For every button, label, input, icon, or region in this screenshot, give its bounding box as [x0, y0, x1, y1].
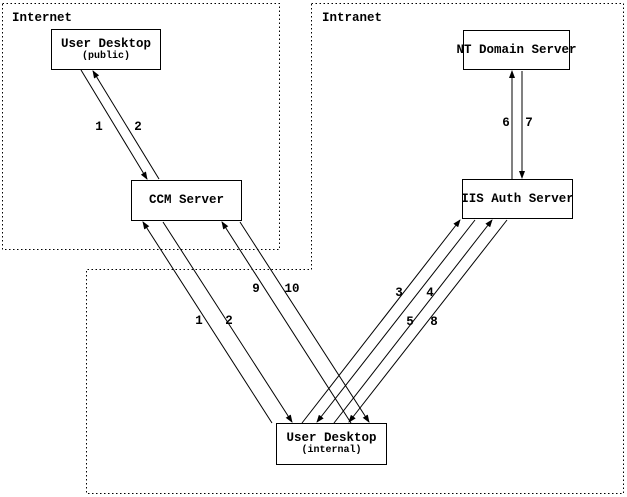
node-nt-domain-server: NT Domain Server — [456, 30, 577, 70]
node-title: User Desktop — [60, 36, 151, 51]
arrow-1-internal-desktop-to-ccm — [142, 221, 273, 424]
arrow-10-ccm-to-internal-desktop — [239, 221, 370, 423]
node-title: User Desktop — [286, 431, 377, 446]
step-label-8-iis-internal: 8 — [430, 315, 438, 329]
intranet-zone-outline — [86, 3, 624, 494]
arrow-2-ccm-to-internal-desktop — [162, 221, 293, 423]
arrow-3-internal-desktop-to-iis — [301, 219, 461, 424]
node-user-desktop-internal: User Desktop (internal) — [276, 423, 387, 465]
arrow-2-ccm-to-public-desktop — [92, 70, 160, 180]
node-title: NT Domain Server — [456, 42, 577, 57]
node-subtitle: (internal) — [301, 445, 362, 457]
arrow-8-iis-to-internal-desktop — [348, 219, 508, 423]
internet-zone-label: Internet — [12, 11, 73, 25]
node-ccm-server: CCM Server — [131, 180, 242, 221]
step-label-4-iis-internal: 4 — [426, 286, 434, 300]
node-title: CCM Server — [148, 193, 224, 208]
step-label-3-internal-iis: 3 — [395, 286, 403, 300]
node-user-desktop-public: User Desktop (public) — [51, 29, 161, 70]
intranet-zone-label: Intranet — [322, 11, 383, 25]
step-label-5-internal-iis: 5 — [406, 315, 414, 329]
step-label-1-internal-ccm: 1 — [195, 314, 203, 328]
arrow-5-internal-desktop-to-iis — [333, 219, 493, 424]
step-label-6-iis-nt: 6 — [502, 116, 510, 130]
internet-zone-outline — [2, 3, 280, 250]
arrow-1-public-desktop-to-ccm — [80, 69, 148, 180]
node-iis-auth-server: IIS Auth Server — [461, 179, 574, 219]
arrow-9-internal-desktop-to-ccm — [221, 221, 352, 424]
node-title: IIS Auth Server — [461, 191, 574, 206]
step-label-2-ccm-public: 2 — [134, 120, 142, 134]
step-label-10-ccm-internal: 10 — [284, 282, 300, 296]
step-label-9-internal-ccm: 9 — [252, 282, 260, 296]
step-label-7-nt-iis: 7 — [525, 116, 533, 130]
node-subtitle: (public) — [81, 50, 130, 62]
step-label-1-public-ccm: 1 — [95, 120, 103, 134]
step-label-2-ccm-internal: 2 — [225, 314, 233, 328]
arrow-4-iis-to-internal-desktop — [316, 219, 476, 423]
